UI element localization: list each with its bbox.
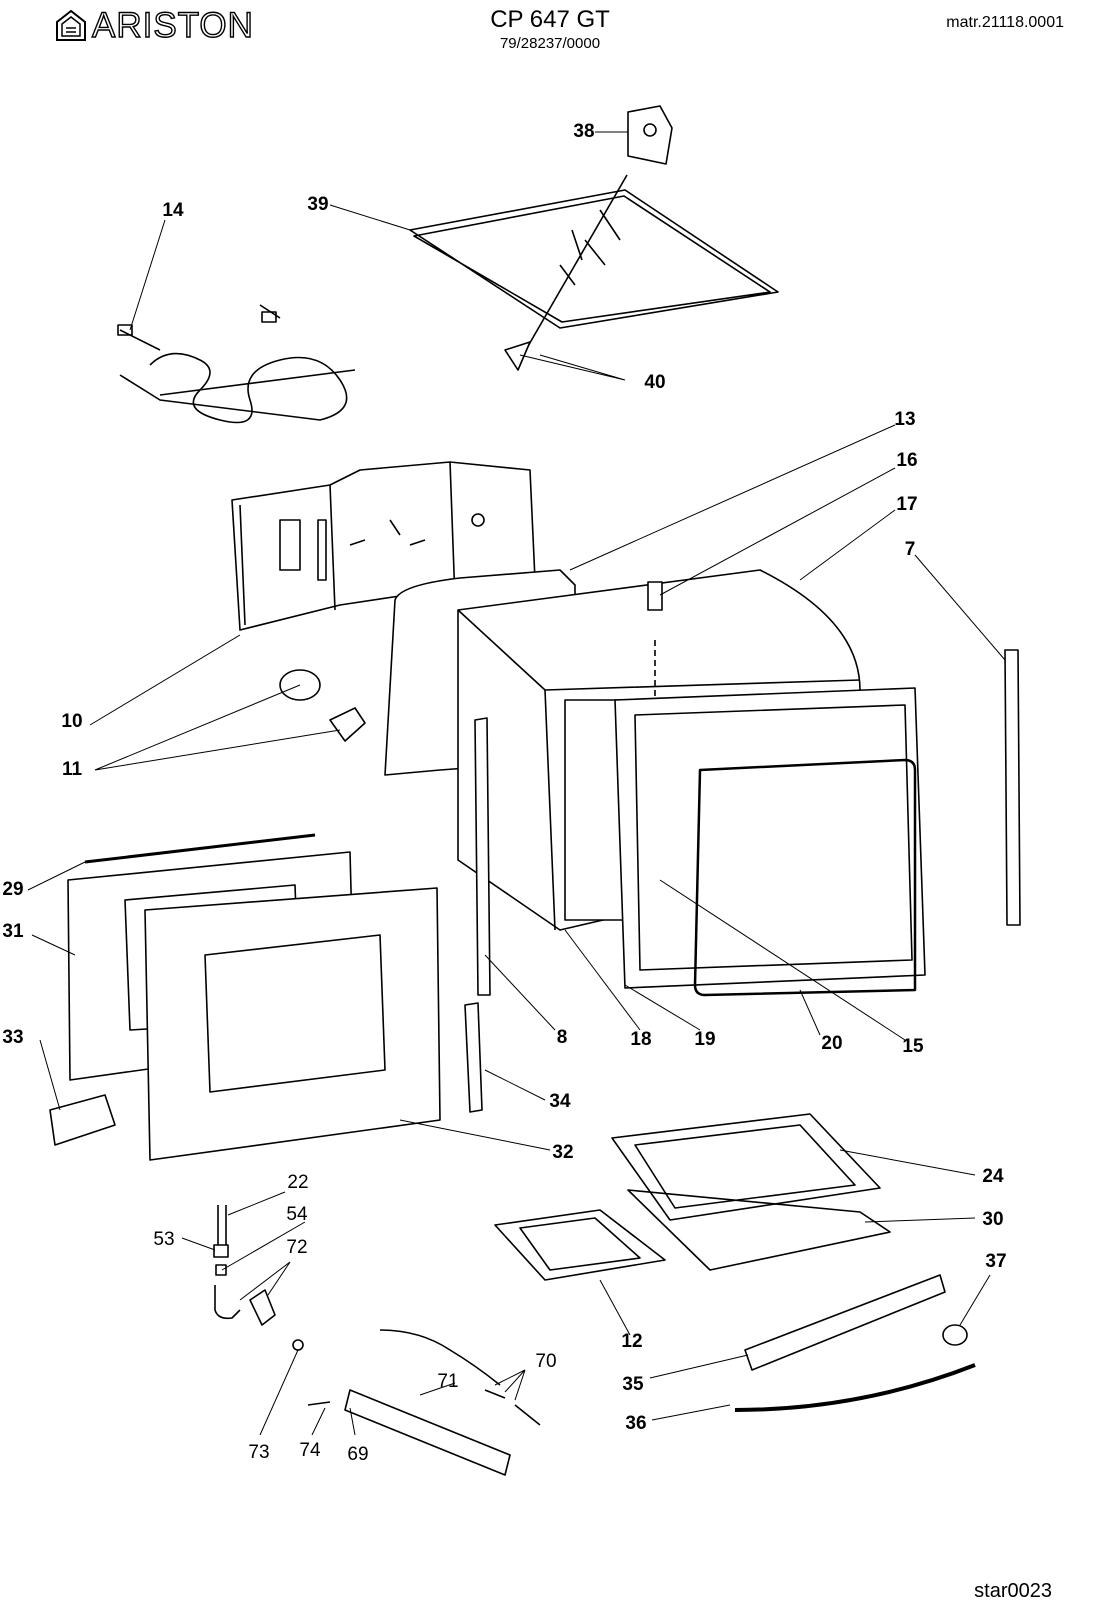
part-rear-panel [231, 461, 536, 631]
model-code: 79/28237/0000 [499, 35, 601, 52]
part-label: 19 [694, 1029, 716, 1050]
part-36-handle [734, 1363, 976, 1412]
part-24-tray [611, 1113, 881, 1221]
part-label: 36 [625, 1413, 647, 1434]
part-11-lamp [279, 669, 366, 742]
part-label: 73 [248, 1442, 270, 1463]
part-39-grill-element [409, 189, 779, 329]
part-label: 16 [896, 450, 918, 471]
part-label: 11 [61, 759, 83, 780]
part-label: 74 [299, 1440, 321, 1461]
part-label: 7 [904, 539, 916, 560]
part-label: 53 [153, 1229, 175, 1250]
part-label: 34 [549, 1091, 571, 1112]
part-20-gasket [693, 758, 917, 997]
part-label: 14 [162, 200, 184, 221]
matr-number: matr.21118.0001 [946, 14, 1064, 31]
part-37-knob [942, 1324, 968, 1346]
part-30-rack [627, 1189, 891, 1271]
part-14-heating-element [117, 304, 356, 424]
model-title: CP 647 GT [490, 6, 610, 33]
part-34-hinge [464, 1002, 483, 1113]
part-32-outer-door [144, 887, 441, 1161]
part-40-spit [504, 174, 628, 371]
part-38-motor [627, 105, 673, 165]
part-label: 24 [982, 1166, 1004, 1187]
gas-fittings [213, 1205, 304, 1351]
ariston-logo-icon [56, 9, 86, 41]
part-label: 17 [896, 494, 918, 515]
part-label: 33 [2, 1027, 24, 1048]
part-70-igniter [379, 1329, 541, 1426]
part-label: 32 [552, 1142, 574, 1163]
part-label: 70 [535, 1351, 557, 1372]
part-19-front-frame [614, 687, 926, 989]
part-label: 30 [982, 1209, 1004, 1230]
part-label: 72 [286, 1237, 308, 1258]
part-12-small-tray [494, 1209, 666, 1281]
part-label: 18 [630, 1029, 652, 1050]
part-label: 38 [573, 121, 595, 142]
part-label: 29 [2, 879, 24, 900]
part-label: 37 [985, 1251, 1007, 1272]
part-71-burner [344, 1389, 511, 1476]
leader-lines [27, 131, 1006, 1436]
part-label: 13 [894, 409, 916, 430]
part-label: 39 [307, 194, 329, 215]
part-label: 71 [437, 1371, 459, 1392]
part-label: 35 [622, 1374, 644, 1395]
part-35-bar [744, 1274, 946, 1371]
part-label: 15 [902, 1036, 924, 1057]
part-16-tube [647, 581, 663, 611]
part-label: 31 [2, 921, 24, 942]
part-33-hinge-plate [49, 1094, 116, 1146]
part-label: 40 [644, 372, 666, 393]
part-8-side-rail [474, 717, 491, 996]
part-label: 12 [621, 1331, 643, 1352]
part-label: 20 [821, 1033, 843, 1054]
part-label: 69 [347, 1444, 369, 1465]
part-7-side-rail [1004, 649, 1021, 926]
part-74-injector [307, 1401, 331, 1406]
drawing-reference: star0023 [974, 1580, 1052, 1602]
part-label: 10 [61, 711, 83, 732]
brand-logo: ARISTON [91, 5, 254, 45]
part-label: 22 [287, 1172, 309, 1193]
part-label: 8 [556, 1027, 568, 1048]
part-label: 54 [286, 1204, 308, 1225]
